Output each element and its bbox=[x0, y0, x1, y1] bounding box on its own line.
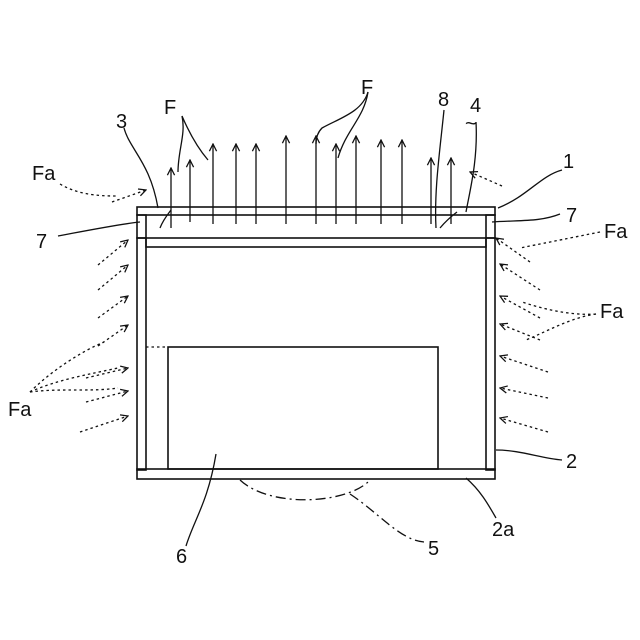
label-3: 3 bbox=[116, 111, 127, 133]
label-Fa-left-bottom: Fa bbox=[8, 399, 32, 421]
casing-top-plate bbox=[146, 238, 486, 247]
label-Fa-right-mid: Fa bbox=[600, 301, 624, 323]
casing bbox=[137, 238, 495, 479]
label-2a: 2a bbox=[492, 519, 515, 541]
label-8: 8 bbox=[438, 89, 449, 111]
label-7-left: 7 bbox=[36, 231, 47, 253]
label-7-right: 7 bbox=[566, 205, 577, 227]
label-6: 6 bbox=[176, 546, 187, 568]
leader-lines bbox=[30, 92, 600, 546]
casing-bottom bbox=[137, 469, 495, 479]
casing-left-wall bbox=[137, 238, 146, 470]
vent-curve-left bbox=[160, 210, 171, 228]
spacer-right bbox=[486, 215, 495, 238]
label-5: 5 bbox=[428, 538, 439, 560]
label-1: 1 bbox=[563, 151, 574, 173]
ambient-air-arrows bbox=[80, 172, 548, 432]
battery-element bbox=[168, 347, 438, 469]
casing-right-wall bbox=[486, 238, 495, 470]
label-Fa-right-top: Fa bbox=[604, 221, 628, 243]
label-F-left: F bbox=[164, 97, 176, 119]
label-Fa-topleft: Fa bbox=[32, 163, 56, 185]
spacer-left bbox=[137, 215, 146, 238]
label-2: 2 bbox=[566, 451, 577, 473]
label-F-top: F bbox=[361, 77, 373, 99]
label-tilde: ~ bbox=[465, 113, 477, 135]
gas-flow-arrows bbox=[171, 136, 451, 228]
